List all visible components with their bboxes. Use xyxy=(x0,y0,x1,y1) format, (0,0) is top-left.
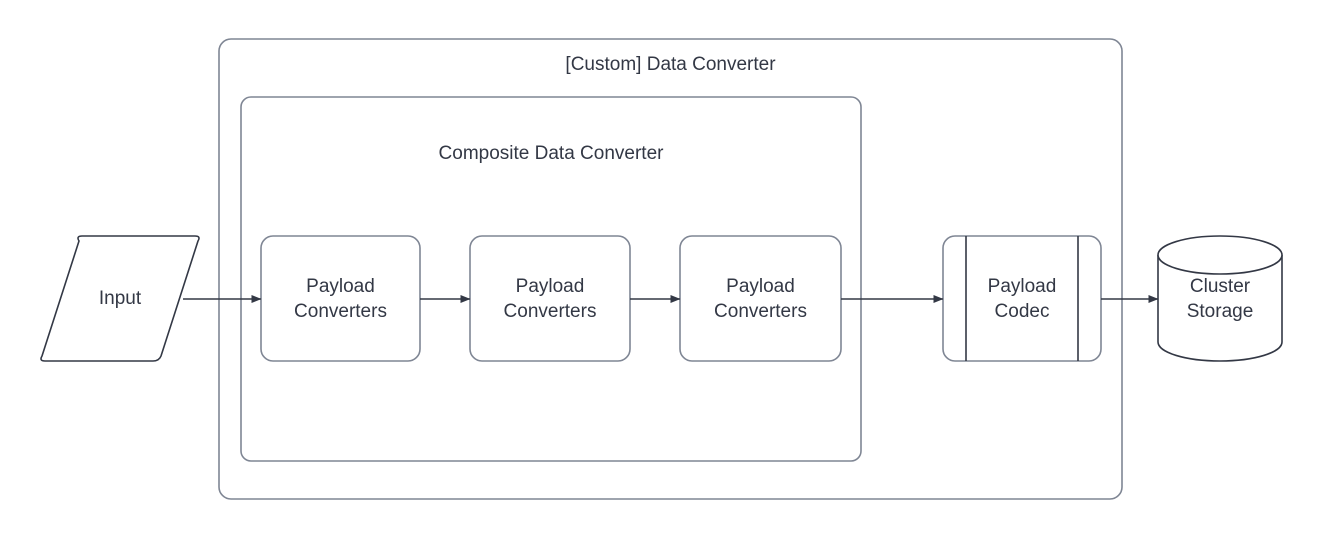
node-payload-converters-2-shape[interactable] xyxy=(469,235,631,362)
node-payload-converters-3-shape[interactable] xyxy=(679,235,842,362)
node-input-shape[interactable] xyxy=(40,235,200,362)
node-payload-codec-shape[interactable] xyxy=(942,235,1102,362)
node-cluster-storage-shape[interactable] xyxy=(1157,235,1283,362)
node-payload-converters-1-shape[interactable] xyxy=(260,235,421,362)
